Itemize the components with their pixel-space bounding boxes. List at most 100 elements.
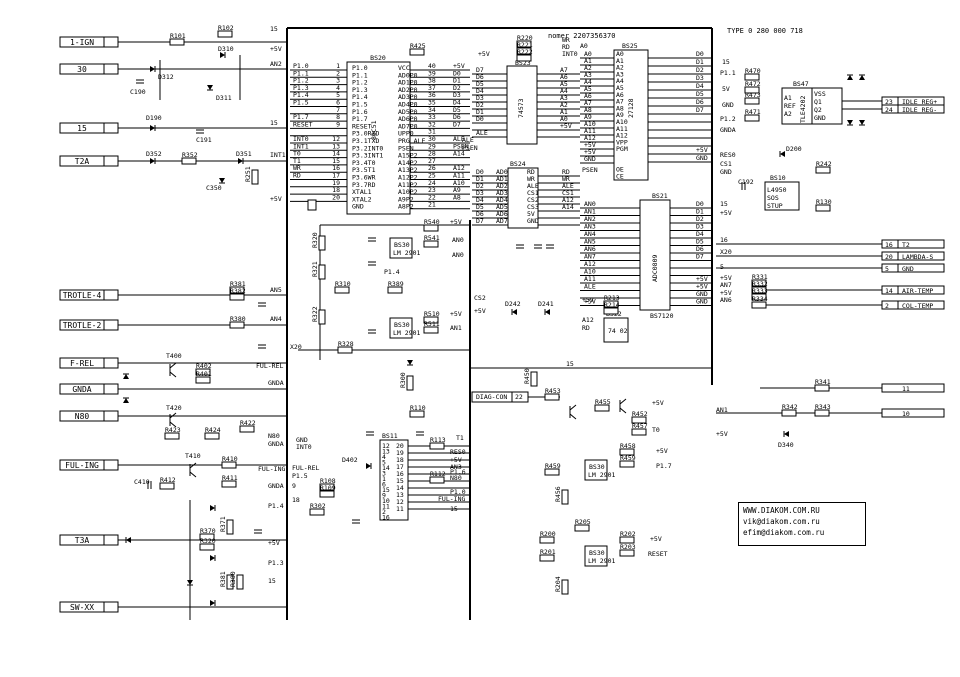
bs20-net-left: WR bbox=[293, 164, 301, 172]
resistor-label: R310 bbox=[335, 280, 351, 288]
transistor-collector bbox=[619, 398, 627, 405]
chip-bs24-ref: BS24 bbox=[510, 160, 526, 168]
capacitor-c300 bbox=[258, 344, 266, 349]
connector-pin-box bbox=[103, 383, 119, 395]
bs20-pin-right: VCC bbox=[398, 64, 410, 72]
resistor-body bbox=[337, 346, 353, 354]
bs20-num-left: 8 bbox=[336, 113, 340, 121]
label-d311: D311 bbox=[216, 94, 232, 102]
resistor-label: R459 bbox=[620, 454, 636, 462]
chip-bs22 bbox=[603, 317, 629, 343]
bs20-pin-right: AD3P0 bbox=[398, 93, 418, 101]
resistor-body bbox=[594, 404, 610, 412]
bs25-net-left: +5V bbox=[584, 148, 596, 156]
net-label-center: T1 bbox=[456, 434, 464, 442]
resistor-r541: R541 bbox=[423, 234, 440, 248]
resistor-body bbox=[744, 97, 760, 105]
resistor-r102: R102 bbox=[217, 24, 234, 38]
bs11-pin-left: 13 bbox=[382, 448, 390, 456]
bs47-vss: VSS bbox=[814, 90, 826, 98]
bs24-net-right: ALE bbox=[562, 182, 574, 190]
connector-right-8 bbox=[881, 408, 945, 418]
net-label-left: P1.3 bbox=[268, 559, 284, 567]
bs24-net-left: D1 bbox=[476, 175, 484, 183]
net-label-left: GNDA bbox=[268, 440, 284, 448]
bs24-pin-left: AD3 bbox=[496, 189, 508, 197]
resistor-label: R452 bbox=[632, 410, 648, 418]
resistor-body bbox=[516, 47, 532, 55]
bs25-net-right: +5V bbox=[696, 146, 708, 154]
resistor-r424: R424 bbox=[204, 426, 221, 440]
diode-triangle bbox=[123, 374, 129, 379]
resistor-label: R202 bbox=[620, 530, 636, 538]
net-5v-r2: +5V bbox=[720, 209, 732, 217]
chip-bs47-out bbox=[811, 87, 843, 125]
bs11-pin-left: 10 bbox=[382, 497, 390, 505]
diode-d470 bbox=[847, 74, 853, 80]
bs24-pin-left: AD7 bbox=[496, 217, 508, 225]
bs20-pin-left: P3.4T0 bbox=[352, 159, 376, 167]
bs20-pin-left: P1.0 bbox=[352, 64, 368, 72]
bs25-net-right: D5 bbox=[696, 90, 704, 98]
resistor-body bbox=[409, 48, 425, 56]
resistor-r371: R371 bbox=[219, 516, 234, 535]
resistor-body bbox=[544, 468, 560, 476]
resistor-body bbox=[539, 554, 555, 562]
diode-triangle bbox=[847, 75, 853, 80]
bs25-net-left: A0 bbox=[584, 50, 592, 58]
bs25-net-left: A10 bbox=[584, 120, 596, 128]
net-label-left: N80 bbox=[268, 432, 280, 440]
resistor-label: R302 bbox=[310, 502, 326, 510]
connector-left-name: F-REL bbox=[70, 359, 94, 368]
bs20-net-left: P1.2 bbox=[293, 77, 309, 85]
bs20-pin-left: P1.6 bbox=[352, 108, 368, 116]
resistor-r222: R222 bbox=[516, 48, 533, 62]
connector-right-name: GND bbox=[902, 265, 914, 273]
bs25-net-right: D1 bbox=[696, 58, 704, 66]
bs20-num-left: 2 bbox=[336, 69, 340, 77]
connector-right-pin: 24 bbox=[885, 106, 893, 114]
bs20-pin-left: P3.6WR bbox=[352, 174, 376, 182]
resistor-r109: R109 bbox=[319, 484, 336, 498]
bs20-net-left: INT0 bbox=[293, 135, 309, 143]
bs20-net-right: D1 bbox=[453, 77, 461, 85]
net-label-left: FUL-ING bbox=[258, 465, 285, 473]
resistor-r472: R472 bbox=[744, 80, 761, 94]
resistor-r110: R110 bbox=[409, 404, 426, 418]
bs20-net-left: INT1 bbox=[293, 142, 309, 150]
net-rd: RD bbox=[562, 43, 570, 51]
resistor-r510: R510 bbox=[423, 310, 440, 324]
chip-bs20-ref: BS20 bbox=[370, 54, 386, 62]
resistor-r302: R302 bbox=[309, 502, 326, 516]
comparator-ref: BS30 bbox=[394, 241, 410, 249]
diode-triangle bbox=[219, 178, 225, 183]
bs20-pin-left: XTAL1 bbox=[352, 188, 372, 196]
resistor-label: R541 bbox=[424, 234, 440, 242]
transistor-t400 bbox=[169, 362, 177, 378]
net-label-center: FUL-REL bbox=[292, 464, 319, 472]
resistor-body bbox=[229, 321, 245, 329]
net-16: 16 bbox=[720, 236, 728, 244]
resistor-label: R380 bbox=[230, 315, 246, 323]
resistor-body bbox=[744, 86, 760, 94]
diode-triangle bbox=[407, 360, 413, 365]
connector-left-name: 1-IGN bbox=[70, 38, 94, 47]
comparator-part: LM 2901 bbox=[393, 329, 420, 337]
net-cs2: CS2 bbox=[474, 294, 486, 302]
board-outline bbox=[286, 27, 713, 620]
contact-email-2: efim@diakom.com.ru bbox=[743, 528, 825, 537]
bs20-net-right: D2 bbox=[453, 84, 461, 92]
net-p17: P1.7 bbox=[656, 462, 672, 470]
bs25-pin-left: A3 bbox=[616, 70, 624, 78]
net-label-left: P1.4 bbox=[268, 502, 284, 510]
bs20-pin-right: A15P2 bbox=[398, 152, 418, 160]
bs11-pin-left: 9 bbox=[382, 492, 386, 500]
resistor-label: R423 bbox=[165, 426, 181, 434]
bs47-gnd: GND bbox=[814, 114, 826, 122]
resistor-body bbox=[318, 235, 326, 251]
bs24-pin-right: 5V bbox=[527, 210, 535, 218]
bs11-pin-left: 11 bbox=[382, 503, 390, 511]
resistor-body bbox=[387, 286, 403, 294]
connector-right-name: LAMBDA-S bbox=[902, 253, 933, 261]
